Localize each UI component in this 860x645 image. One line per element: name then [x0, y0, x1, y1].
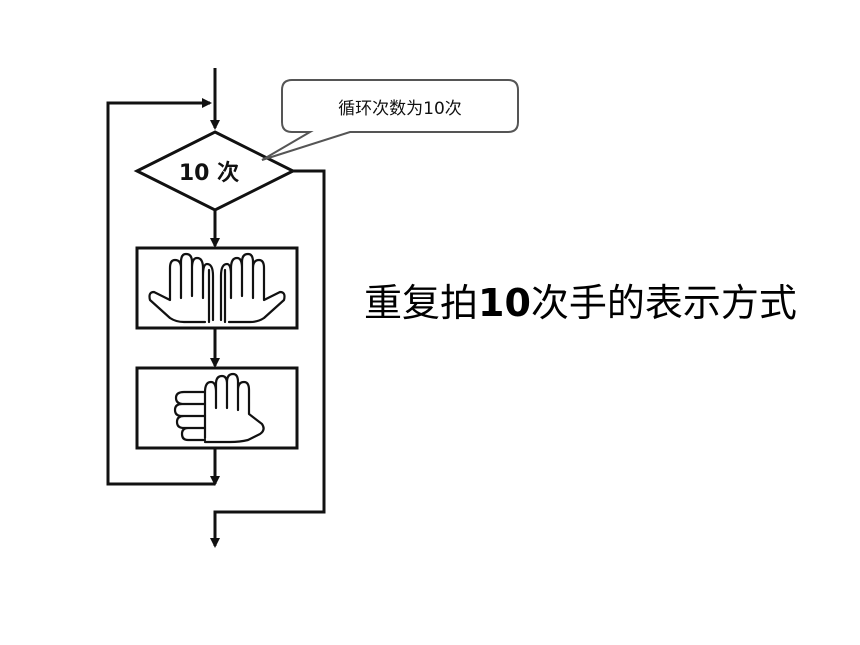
step1-box	[135, 246, 299, 330]
clapping-hands-icon	[148, 252, 286, 324]
title-part-before: 重复拍	[364, 281, 479, 325]
title-number: 10	[478, 281, 531, 325]
decision-label: 10 次	[179, 160, 239, 186]
diagram-title: 重复拍10次手的表示方式	[364, 272, 797, 327]
callout-text: 循环次数为10次	[338, 98, 462, 119]
title-part-after: 次手的表示方式	[530, 281, 797, 325]
callout-bubble	[261, 79, 519, 161]
clapping-hands-closed-icon	[173, 372, 265, 444]
exit-line	[210, 169, 326, 548]
loop-back-line	[106, 98, 215, 486]
